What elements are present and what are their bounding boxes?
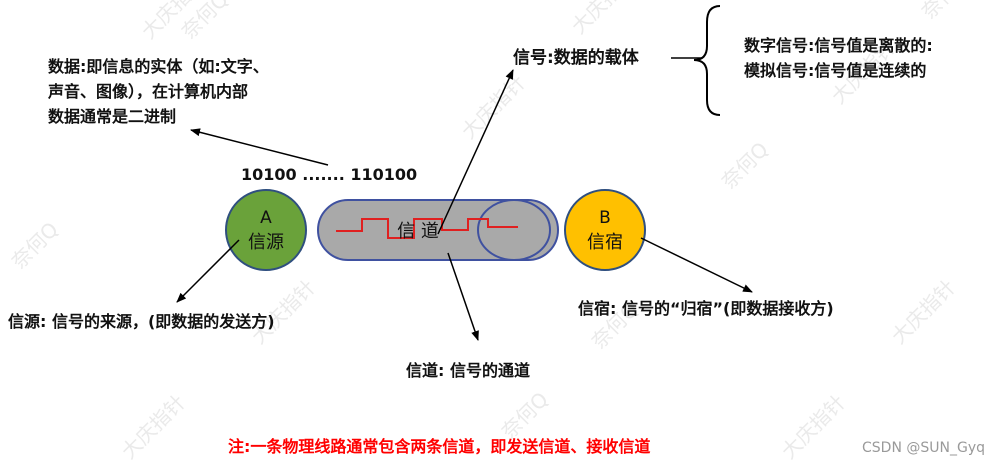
signal-label: 信号:数据的载体	[513, 47, 640, 68]
data-description-line-1: 数据:即信息的实体（如:文字、	[48, 57, 269, 76]
watermark-text: 奈何Q	[717, 137, 773, 193]
data-pointer-arrow	[190, 128, 329, 166]
watermark-text: 大庆指针	[777, 390, 851, 464]
sink-letter: B	[599, 208, 611, 228]
analog-signal-text: 模拟信号:信号值是连续的	[744, 61, 926, 80]
watermark-text: 奈何Q	[917, 0, 973, 24]
channel-description: 信道: 信号的通道	[406, 361, 530, 380]
channel-cylinder-end	[477, 199, 551, 261]
data-description-line-3: 数据通常是二进制	[48, 107, 176, 126]
sink-circle	[564, 189, 646, 271]
watermark-text: 大庆指针	[117, 390, 191, 464]
source-node: A 信源	[225, 189, 307, 271]
credit-watermark: CSDN @SUN_Gyq	[862, 440, 985, 456]
channel-node: 信 道	[317, 199, 559, 261]
source-circle	[225, 189, 307, 271]
channel-signal-waveform	[336, 218, 518, 239]
footnote: 注:一条物理线路通常包含两条信道，即发送信道、接收信道	[228, 437, 650, 456]
source-letter: A	[260, 208, 272, 228]
sink-pointer-arrow	[640, 237, 753, 293]
sink-name: 信宿	[587, 232, 623, 253]
watermark-text: 大庆指针	[457, 70, 531, 144]
signal-pointer-arrow	[437, 69, 514, 235]
channel-label: 信 道	[397, 221, 439, 242]
watermark-text: 大庆指针	[887, 275, 961, 349]
watermark-text: 奈何Q	[7, 217, 63, 273]
source-pointer-arrow	[176, 239, 240, 303]
digital-signal-text: 数字信号:信号值是离散的:	[744, 36, 933, 55]
sink-node: B 信宿	[564, 189, 646, 271]
source-name: 信源	[248, 232, 284, 253]
binary-string: 10100 ....... 110100	[241, 165, 417, 184]
watermark-text: 大庆指针	[567, 0, 641, 39]
signal-types-brace	[693, 5, 721, 116]
data-description-line-2: 声音、图像），在计算机内部	[47, 82, 248, 101]
sink-description: 信宿: 信号的“归宿”(即数据接收方)	[578, 299, 834, 318]
channel-pointer-arrow	[447, 252, 479, 341]
watermark-text: 奈何Q	[497, 387, 553, 443]
channel-cylinder-body	[317, 199, 559, 261]
source-description: 信源: 信号的来源，(即数据的发送方)	[8, 312, 275, 331]
